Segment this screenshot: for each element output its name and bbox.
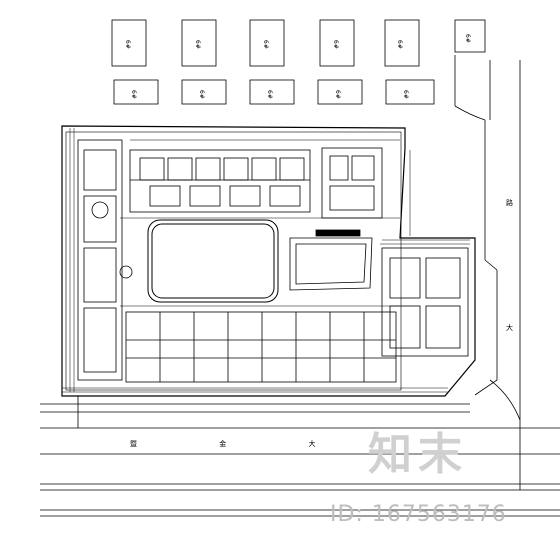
site-boundary: [61, 125, 476, 397]
east-road-label-2: 大: [506, 323, 513, 332]
sports-field: [147, 219, 279, 303]
label-top-3: 6#: [262, 40, 269, 49]
east-road-label-1: 路: [506, 198, 513, 207]
label-second-3: 6#: [266, 90, 273, 99]
east-plaza: [289, 229, 373, 291]
east-road: [454, 55, 521, 490]
label-top-5: 6#: [396, 40, 403, 49]
north-building-block: [129, 149, 311, 213]
label-top-2: 6#: [194, 40, 201, 49]
south-road: [40, 396, 560, 517]
watermark-id: ID: 167563176: [330, 502, 507, 527]
label-top-6: 6#: [464, 34, 471, 43]
northeast-building: [321, 147, 383, 219]
label-second-5: 6#: [402, 90, 409, 99]
south-road-label: 暨 金 大: [130, 439, 355, 448]
south-building-block: [125, 311, 397, 383]
label-second-4: 6#: [334, 90, 341, 99]
label-second-1: 6#: [130, 90, 137, 99]
east-annex: [381, 247, 469, 357]
utility-lines: [62, 128, 470, 393]
north-buildings-second-row: [113, 79, 435, 105]
watermark-logo: 知末: [368, 429, 468, 480]
north-buildings-top-row: [111, 19, 486, 67]
label-top-1: 6#: [124, 40, 131, 49]
west-building-strip: [77, 139, 133, 381]
label-second-2: 6#: [198, 90, 205, 99]
label-top-4: 6#: [332, 40, 339, 49]
